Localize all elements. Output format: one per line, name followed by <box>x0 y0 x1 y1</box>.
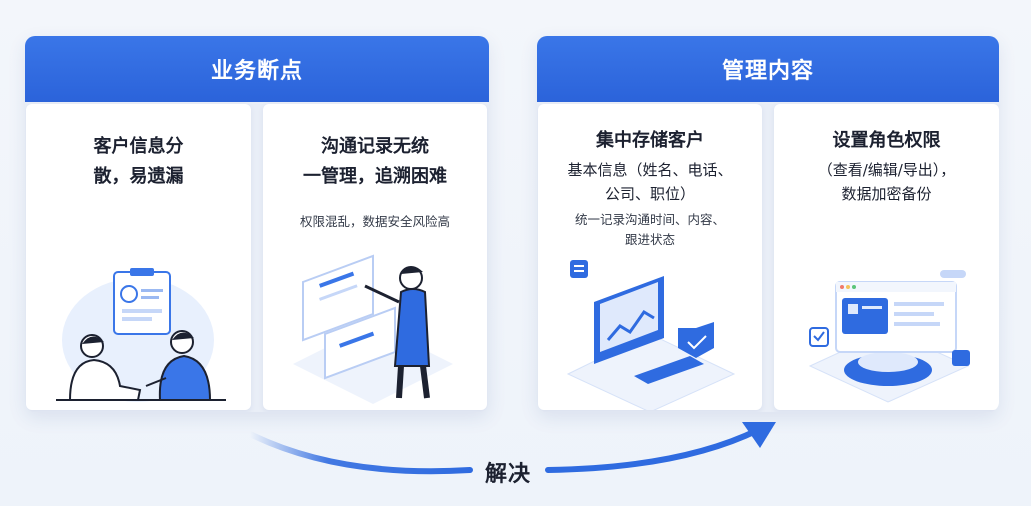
panel-header-management: 管理内容 <box>537 36 999 102</box>
card-title: 沟通记录无统 一管理，追溯困难 <box>273 132 477 192</box>
card-title-line: 客户信息分 <box>93 136 184 157</box>
arrow-head-icon <box>742 422 776 448</box>
card-detail-line: 数据加密备份 <box>841 185 932 203</box>
card-title-line: 散，易遗漏 <box>93 166 184 187</box>
business-breakpoints-panel: 业务断点 客户信息分 散，易遗漏 <box>25 36 489 412</box>
card-subtitle: 权限混乱，数据安全风险高 <box>299 214 450 229</box>
meeting-illustration <box>56 268 226 402</box>
card-detail: （查看/编辑/导出）， 数据加密备份 <box>782 158 991 206</box>
card-scattered-info: 客户信息分 散，易遗漏 <box>26 104 251 410</box>
panel-header-breakpoints: 业务断点 <box>25 36 489 102</box>
card-title-line: 一管理，追溯困难 <box>303 166 447 187</box>
card-title: 客户信息分 散，易遗漏 <box>36 132 241 192</box>
transition-label: 解决 <box>485 462 532 487</box>
card-title: 设置角色权限 <box>832 130 941 151</box>
card-title-line: 沟通记录无统 <box>321 136 429 157</box>
permissions-dashboard-illustration <box>808 270 970 403</box>
card-subtitle: 统一记录沟通时间、内容、 跟进状态 <box>546 210 754 250</box>
card-detail-line: 公司、职位） <box>604 185 695 203</box>
card-subtitle-line: 跟进状态 <box>624 232 675 247</box>
card-title: 集中存储客户 <box>596 130 704 151</box>
presenter-illustration <box>293 254 453 404</box>
card-subtitle-line: 统一记录沟通时间、内容、 <box>574 212 725 227</box>
card-centralized-storage: 集中存储客户 基本信息（姓名、电话、 公司、职位） 统一记录沟通时间、内容、 跟… <box>538 104 762 410</box>
management-content-panel: 管理内容 集中存储客户 基本信息（姓名、电话、 公司、职位） 统一记录沟通时间、… <box>537 36 999 412</box>
card-detail-line: 基本信息（姓名、电话、 <box>567 161 733 179</box>
card-detail: 基本信息（姓名、电话、 公司、职位） <box>546 158 754 206</box>
card-role-permissions: 设置角色权限 （查看/编辑/导出）， 数据加密备份 <box>774 104 999 410</box>
data-storage-illustration <box>566 260 736 410</box>
card-unmanaged-communication: 沟通记录无统 一管理，追溯困难 权限混乱，数据安全风险高 <box>263 104 487 410</box>
card-detail-line: （查看/编辑/导出）， <box>817 161 956 179</box>
